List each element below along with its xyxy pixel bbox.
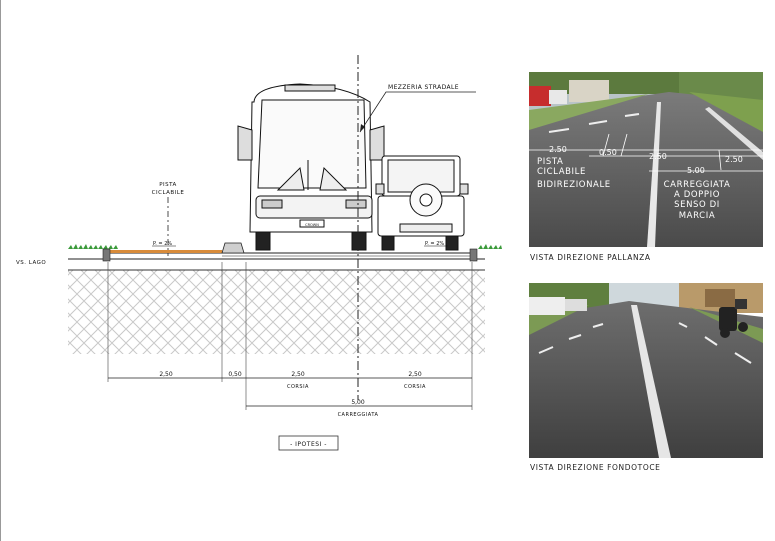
bus-plate: CROWN	[305, 223, 319, 227]
dim-lane2-label: CORSIA	[404, 384, 426, 390]
bike-lane-surface	[110, 250, 222, 253]
dim-buffer: 0,50	[228, 371, 242, 378]
dim-lane2: 2,50	[408, 371, 422, 378]
bike-lane-label-1: PISTA	[159, 182, 177, 188]
curb-left	[102, 248, 111, 262]
scooter	[719, 299, 748, 338]
photo1-road-3: SENSO DI	[674, 200, 720, 210]
photo-fondotoce	[529, 283, 763, 458]
dim-carriageway: 5,00	[351, 399, 365, 406]
photo1-road-2: A DOPPIO	[674, 190, 720, 200]
road-cross-section: CROWN MEZZERIA STRADALE PISTA CICLABILE …	[16, 55, 502, 451]
photo1-dim-1: 2.50	[549, 145, 567, 154]
photo1-dim-4: 2.50	[725, 155, 743, 164]
suv-rear-view	[375, 155, 469, 251]
slope-bike: P. = 2%	[153, 241, 172, 247]
photo1-bike-1: PISTA	[537, 157, 563, 167]
axis-leader	[359, 91, 476, 133]
bus-front-view	[237, 83, 385, 251]
bike-lane-label-2: CICLABILE	[152, 190, 185, 196]
dim-lane1: 2,50	[291, 371, 305, 378]
photo1-road-4: MARCIA	[679, 211, 716, 221]
photo1-bike-2: CICLABILE	[537, 167, 586, 177]
dim-lane1-label: CORSIA	[287, 384, 309, 390]
side-label: VS. LAGO	[16, 260, 46, 266]
sheet-border	[0, 0, 1, 541]
curb-right	[469, 248, 478, 262]
grass-right	[478, 244, 502, 249]
photo2-caption: VISTA DIREZIONE FONDOTOCE	[530, 463, 661, 472]
dim-carriageway-label: CARREGGIATA	[338, 412, 379, 418]
photo-pallanza: 2.50 0.50 2.50 2.50 5.00 PISTA CICLABILE…	[529, 72, 763, 247]
hypothesis-box	[278, 435, 339, 451]
photo1-dim-5: 5.00	[687, 166, 705, 175]
photo1-road-1: CARREGGIATA	[664, 180, 731, 190]
hypothesis-label: - IPOTESI -	[290, 441, 327, 448]
ground-fill	[68, 270, 485, 354]
photo1-caption: VISTA DIREZIONE PALLANZA	[530, 253, 651, 262]
lane-separator	[221, 242, 245, 254]
photo1-dim-2: 0.50	[599, 148, 617, 157]
photo1-dim-3: 2.50	[649, 152, 667, 161]
slope-road: P. = 2%	[425, 241, 444, 247]
photo1-bike-3: BIDIREZIONALE	[537, 180, 611, 190]
centerline-label: MEZZERIA STRADALE	[388, 84, 459, 91]
dim-bike: 2,50	[159, 371, 173, 378]
grass-left	[68, 244, 118, 249]
